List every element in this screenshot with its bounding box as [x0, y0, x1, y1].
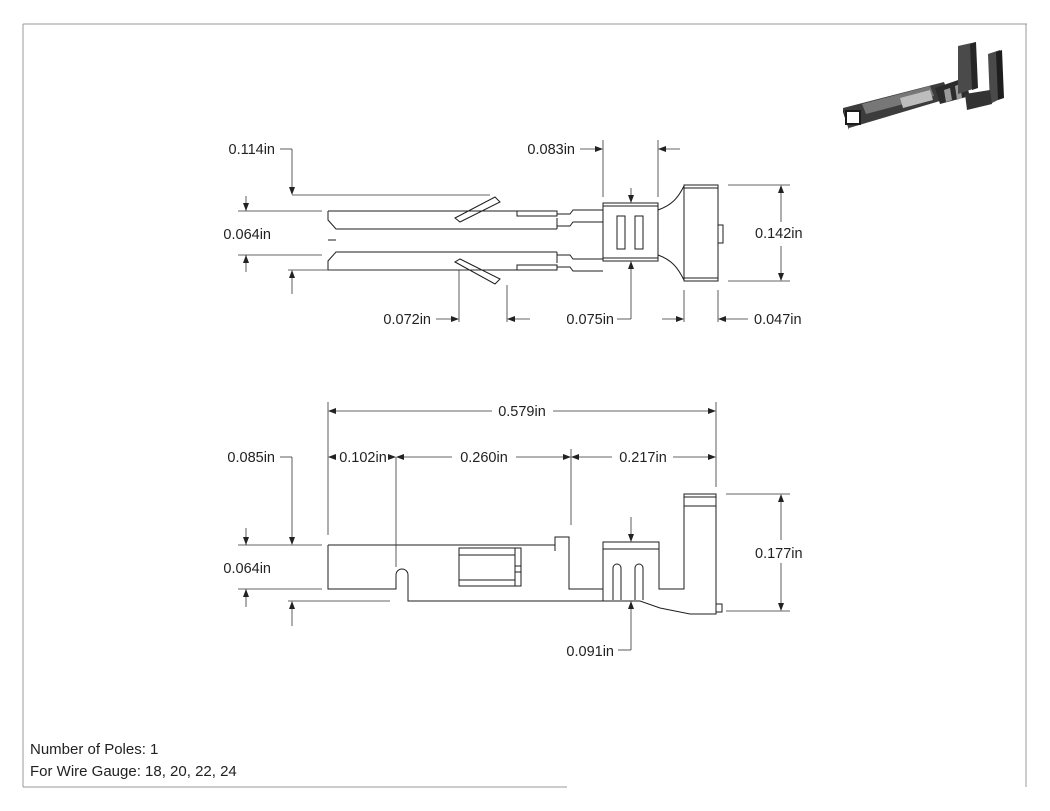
terminal-3d-preview	[843, 42, 1004, 130]
dim-label-crimp-length: 0.217in	[619, 450, 667, 466]
dim-label-body-length: 0.260in	[460, 450, 508, 466]
top-view-dimension-labels: 0.114in 0.064in 0.083in 0.142in 0.072in …	[223, 142, 802, 328]
side-view-dimension-labels: 0.579in 0.085in 0.102in 0.260in 0.217in …	[223, 404, 802, 660]
dim-label-tab-length: 0.072in	[383, 312, 431, 328]
side-view-dimension-lines	[238, 402, 790, 651]
drawing-notes: Number of Poles: 1 For Wire Gauge: 18, 2…	[30, 739, 237, 783]
dim-label-overall-length: 0.579in	[498, 404, 546, 420]
drawing-frame	[22, 23, 1027, 788]
dim-label-crimp-gap: 0.091in	[566, 644, 614, 660]
dim-label-nose-length: 0.102in	[339, 450, 387, 466]
dim-label-slot-width: 0.064in	[223, 227, 271, 243]
dim-label-end-width: 0.047in	[754, 312, 802, 328]
dim-label-crimp-width: 0.075in	[566, 312, 614, 328]
wire-gauge-note: For Wire Gauge: 18, 20, 22, 24	[30, 763, 237, 780]
dim-label-contact-depth: 0.083in	[527, 142, 575, 158]
dim-label-body-height: 0.064in	[223, 561, 271, 577]
top-view-outline	[327, 184, 724, 285]
side-view-outline	[327, 493, 723, 615]
dim-label-total-height: 0.177in	[755, 546, 803, 562]
side-view-arrowheads	[243, 408, 784, 611]
top-view-arrowheads	[243, 146, 784, 322]
dim-label-tab-height: 0.085in	[227, 450, 275, 466]
poles-note: Number of Poles: 1	[30, 741, 159, 758]
top-view-dimension-lines	[238, 140, 790, 322]
dim-label-tab-offset: 0.114in	[229, 142, 276, 158]
dim-label-top-height: 0.142in	[755, 226, 803, 242]
